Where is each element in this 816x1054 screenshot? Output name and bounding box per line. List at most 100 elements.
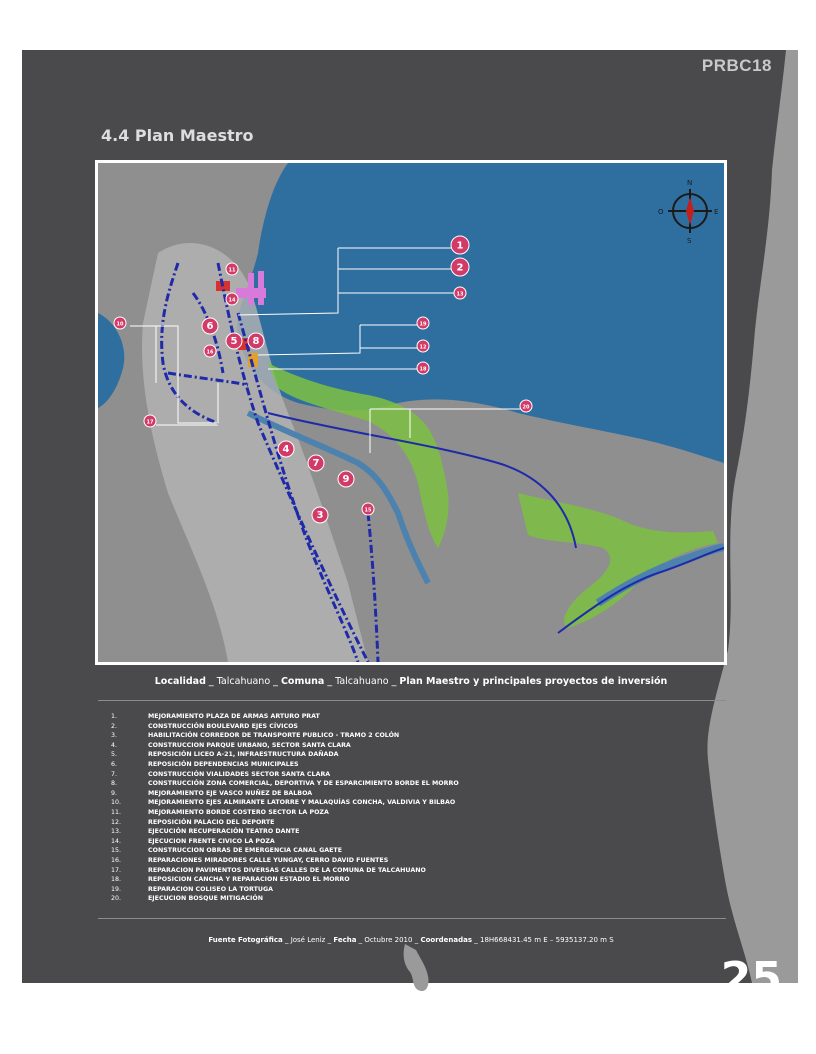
project-number: 10. xyxy=(111,799,122,807)
caption-sep-3: _ xyxy=(327,676,333,687)
map-marker-label: 20 xyxy=(523,404,530,410)
caption-plan-label: Plan Maestro y principales proyectos de … xyxy=(399,676,668,687)
urban-area xyxy=(142,243,368,662)
project-number: 17. xyxy=(111,866,122,874)
project-number: 8. xyxy=(111,780,118,788)
source-photo-label: Fuente Fotográfica xyxy=(208,936,283,944)
project-number: 9. xyxy=(111,789,118,797)
project-list-item: 10. MEJORAMIENTO EJES ALMIRANTE LATORRE Y… xyxy=(111,798,459,808)
project-list-item: 11.MEJORAMIENTO BORDE COSTERO SECTOR LA … xyxy=(111,808,459,818)
river xyxy=(246,410,431,585)
project-text: EJECUCIÓN RECUPERACIÓN TEATRO DANTE xyxy=(148,828,300,836)
project-number: 2. xyxy=(111,722,118,730)
project-list-item: 18.REPOSICION CANCHA Y REPARACION ESTADI… xyxy=(111,875,459,885)
project-list-item: 16.REPARACIONES MIRADORES CALLE YUNGAY, … xyxy=(111,856,459,866)
map-marker-label: 19 xyxy=(420,321,427,327)
source-coords-label: Coordenadas xyxy=(420,936,473,944)
source-sep-1: _ xyxy=(284,936,289,944)
map-marker xyxy=(416,316,430,330)
project-text: CONSTRUCCIÓN BOULEVARD EJES CÍVICOS xyxy=(148,722,298,730)
source-date-label: Fecha xyxy=(333,936,357,944)
project-list-item: 8.CONSTRUCCIÓN ZONA COMERCIAL, DEPORTIVA… xyxy=(111,779,459,789)
project-number: 7. xyxy=(111,770,118,778)
map-marker-label: 13 xyxy=(457,291,464,297)
caption-locality-label: Localidad xyxy=(154,676,206,687)
map-marker xyxy=(143,414,157,428)
doc-code: PRBC18 xyxy=(701,56,772,75)
project-text: REPOSICIÓN PALACIO DEL DEPORTE xyxy=(148,818,275,826)
map-marker xyxy=(225,292,239,306)
project-text: HABILITACIÓN CORREDOR DE TRANSPORTE PUBL… xyxy=(148,732,400,740)
project-text: MEJORAMIENTO EJE VASCO NUÑEZ DE BALBOA xyxy=(148,789,313,797)
map-marker-label: 17 xyxy=(147,419,154,425)
project-list-item: 14.EJECUCION FRENTE CIVICO LA POZA xyxy=(111,837,459,847)
bay-west xyxy=(98,313,125,408)
map-marker-label: 1 xyxy=(457,240,464,251)
caption-comuna-value: Talcahuano xyxy=(335,676,389,687)
map-marker-label: 18 xyxy=(420,366,427,372)
map-marker-label: 9 xyxy=(343,474,350,485)
project-text: MEJORAMIENTO EJES ALMIRANTE LATORRE Y MA… xyxy=(148,799,456,807)
map-marker-label: 4 xyxy=(283,444,290,455)
project-text: EJECUCION FRENTE CIVICO LA POZA xyxy=(148,837,275,845)
project-number: 11. xyxy=(111,808,122,816)
section-title: 4.4 Plan Maestro xyxy=(101,126,254,145)
project-list-item: 2. CONSTRUCCIÓN BOULEVARD EJES CÍVICOS xyxy=(111,722,459,732)
project-text: EJECUCION BOSQUE MITIGACIÓN xyxy=(148,895,263,903)
canal-route xyxy=(267,412,577,549)
project-number: 15. xyxy=(111,847,122,855)
map-marker xyxy=(277,440,295,458)
project-number: 16. xyxy=(111,856,122,864)
source-photo-value: José Leniz xyxy=(290,936,326,944)
page-number: 25 xyxy=(720,953,782,1004)
map-marker xyxy=(203,344,217,358)
project-list-item: 5.REPOSICIÓN LICEO A-21, INFRAESTRUCTURA… xyxy=(111,750,459,760)
caption-sep-4: _ xyxy=(391,676,397,687)
caption-locality-value: Talcahuano xyxy=(216,676,271,687)
project-text: REPARACION PAVIMENTOS DIVERSAS CALLES DE… xyxy=(148,866,426,874)
map-marker-label: 16 xyxy=(207,349,214,355)
project-list-item: 9. MEJORAMIENTO EJE VASCO NUÑEZ DE BALBOA xyxy=(111,789,459,799)
project-number: 18. xyxy=(111,876,122,884)
map-marker-label: 11 xyxy=(229,267,236,273)
photo-source: Fuente Fotográfica _ José Leniz _ Fecha … xyxy=(95,936,727,944)
project-number: 20. xyxy=(111,895,122,903)
map-marker-label: 7 xyxy=(313,458,320,469)
compass-w: O xyxy=(658,208,664,216)
compass: N S E O xyxy=(658,179,718,245)
map-marker-label: 10 xyxy=(117,321,124,327)
compass-n: N xyxy=(687,179,692,187)
map-marker xyxy=(416,361,430,375)
project-list-item: 15.CONSTRUCCION OBRAS DE EMERGENCIA CANA… xyxy=(111,846,459,856)
map-marker-label: 2 xyxy=(457,262,464,273)
river-mouth xyxy=(595,543,724,607)
compass-e: E xyxy=(714,208,718,216)
project-number: 3. xyxy=(111,732,118,740)
map-marker xyxy=(450,257,470,277)
project-number: 12. xyxy=(111,818,122,826)
caption-sep-2: _ xyxy=(273,676,278,687)
east-route xyxy=(557,547,724,634)
map-marker xyxy=(307,454,325,472)
project-list-item: 3. HABILITACIÓN CORREDOR DE TRANSPORTE PU… xyxy=(111,731,459,741)
project-text: REPARACION COLISEO LA TORTUGA xyxy=(148,885,274,893)
source-sep-3: _ xyxy=(358,936,363,944)
map-marker-label: 14 xyxy=(229,297,236,303)
map-marker xyxy=(450,235,470,255)
project-list-item: 20. EJECUCION BOSQUE MITIGACIÓN xyxy=(111,894,459,904)
source-sep-2: _ xyxy=(327,936,332,944)
project-number: 5. xyxy=(111,751,118,759)
green-zone-east xyxy=(518,493,718,628)
divider-bottom xyxy=(98,918,726,919)
project-list-item: 7.CONSTRUCCIÓN VIALIDADES SECTOR SANTA C… xyxy=(111,770,459,780)
project-list-item: 1.MEJORAMIENTO PLAZA DE ARMAS ARTURO PRA… xyxy=(111,712,459,722)
map-marker-label: 5 xyxy=(231,336,238,347)
project-number: 4. xyxy=(111,741,118,749)
source-coords-value: 18H668431.45 m E – 5935137.20 m S xyxy=(479,936,614,944)
project-number: 19. xyxy=(111,885,122,893)
map-marker xyxy=(453,286,467,300)
project-list-item: 19. REPARACION COLISEO LA TORTUGA xyxy=(111,885,459,895)
project-text: REPOSICIÓN DEPENDENCIAS MUNICIPALES xyxy=(148,760,299,768)
